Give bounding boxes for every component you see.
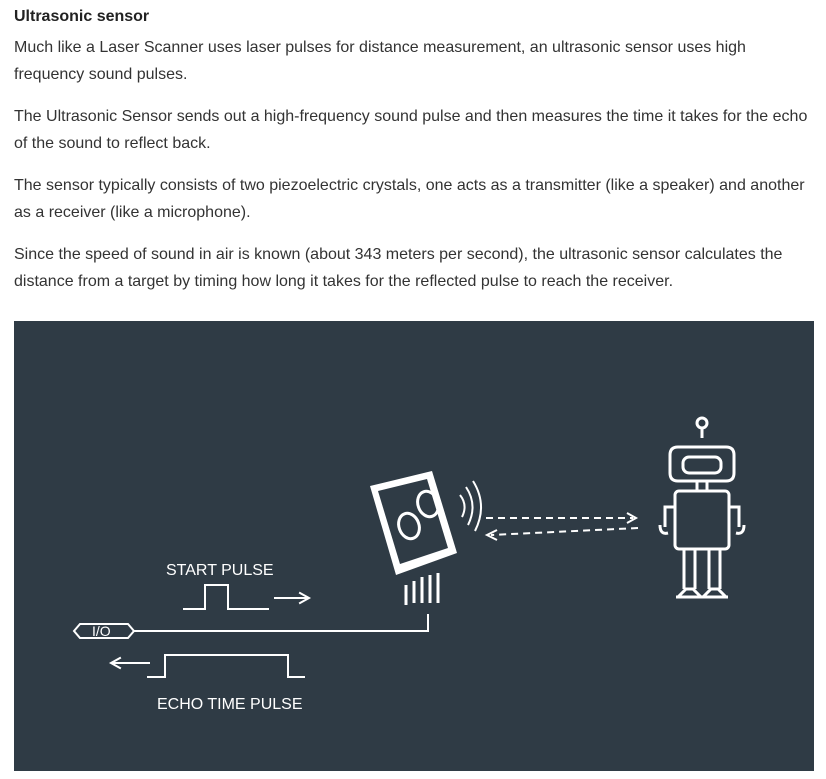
paragraph-speed-of-sound: Since the speed of sound in air is known… bbox=[14, 246, 783, 290]
ultrasonic-sensor-diagram: START PULSE ECHO TIME PULSE I/O bbox=[14, 321, 814, 771]
return-arrowhead-icon bbox=[484, 529, 498, 541]
paragraph-crystals: The sensor typically consists of two pie… bbox=[14, 177, 805, 221]
echo-pulse-waveform bbox=[147, 654, 305, 678]
section-title: Ultrasonic sensor bbox=[14, 8, 150, 25]
echo-arrow-icon bbox=[108, 656, 150, 670]
paragraph-pulse: The Ultrasonic Sensor sends out a high-f… bbox=[14, 108, 808, 152]
paragraph-intro: Much like a Laser Scanner uses laser pul… bbox=[14, 39, 746, 83]
return-dashed-line bbox=[490, 527, 639, 536]
start-pulse-waveform bbox=[183, 584, 269, 610]
diagram-canvas: START PULSE ECHO TIME PULSE I/O bbox=[72, 416, 746, 713]
sound-wave-icon bbox=[459, 480, 482, 532]
start-arrow-icon bbox=[274, 591, 312, 605]
io-signal-line bbox=[133, 614, 429, 632]
robot-icon bbox=[658, 416, 746, 599]
outgoing-arrowhead-icon bbox=[626, 512, 639, 524]
ultrasonic-sensor-icon bbox=[370, 471, 457, 605]
echo-time-pulse-label: ECHO TIME PULSE bbox=[157, 696, 303, 713]
start-pulse-label: START PULSE bbox=[166, 562, 274, 579]
io-connector-icon bbox=[72, 623, 136, 639]
io-label: I/O bbox=[92, 623, 111, 639]
